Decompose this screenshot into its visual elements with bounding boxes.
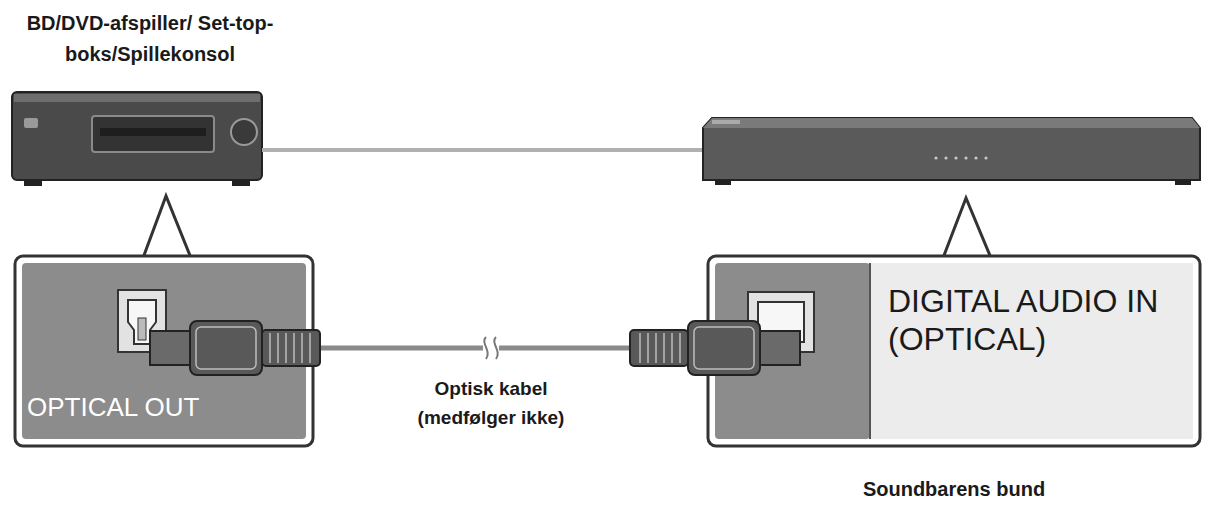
- port-callout: DIGITAL AUDIO IN (OPTICAL)Soundbarens bu…: [708, 256, 1200, 446]
- callout-pointer: [943, 198, 991, 258]
- callout-box-right: [708, 256, 1200, 446]
- cable-break: [483, 337, 499, 359]
- plug-rib: [655, 333, 657, 363]
- plug-rib: [269, 333, 271, 363]
- callout-pointer: [143, 196, 191, 258]
- optical-plugs: [150, 321, 800, 375]
- plug-body: [190, 321, 262, 375]
- port-label: DIGITAL AUDIO IN (OPTICAL): [888, 282, 1188, 359]
- plug-body-highlight: [196, 327, 256, 369]
- plug-rib: [293, 333, 295, 363]
- soundbar-illustration: [262, 118, 1200, 185]
- plug-rib: [639, 333, 641, 363]
- plug-rib: [679, 333, 681, 363]
- plug-body-highlight: [694, 327, 754, 369]
- plug-rib: [663, 333, 665, 363]
- plug-tip: [150, 331, 192, 365]
- plug-rib: [277, 333, 279, 363]
- plug-tip: [758, 331, 800, 365]
- port-callout: OPTICAL OUT: [15, 256, 313, 446]
- plug-rib: [671, 333, 673, 363]
- plug-body: [688, 321, 760, 375]
- device-label: BD/DVD-afspiller/ Set-top-boks/Spillekon…: [0, 8, 300, 70]
- port-label: OPTICAL OUT: [27, 392, 303, 423]
- callout-heading: Soundbarens bund: [708, 476, 1200, 502]
- player-illustration: [12, 92, 262, 186]
- plug-rib: [285, 333, 287, 363]
- plug-rib: [309, 333, 311, 363]
- plug-rib: [301, 333, 303, 363]
- plug-rib: [647, 333, 649, 363]
- plug-strain-relief: [630, 330, 688, 366]
- cable-label: Optisk kabel (medfølger ikke): [391, 374, 591, 433]
- plug-strain-relief: [262, 330, 320, 366]
